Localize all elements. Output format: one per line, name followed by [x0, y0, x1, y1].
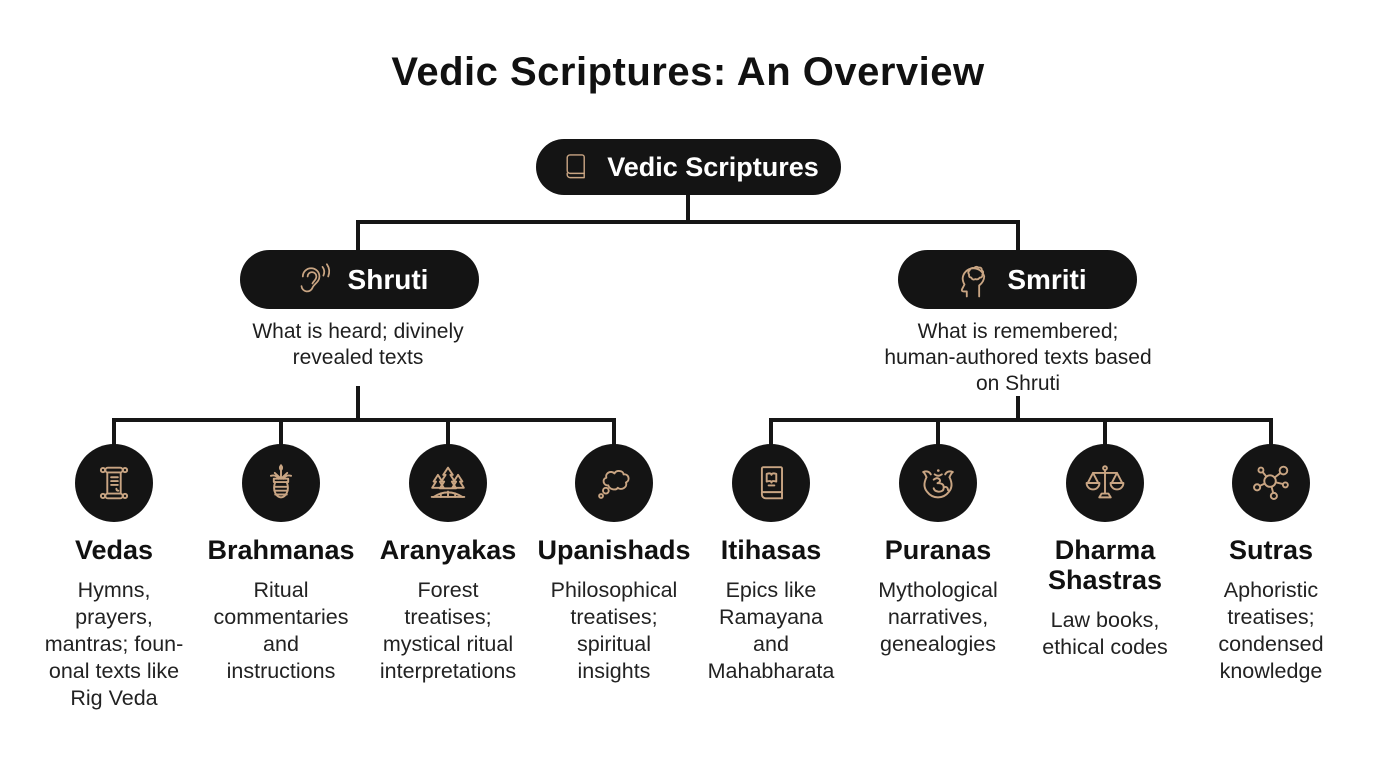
connector-line — [356, 220, 1020, 224]
connector-line — [279, 420, 283, 448]
om-icon — [922, 469, 954, 499]
branch-description-shruti: What is heard; divinely revealed texts — [252, 320, 464, 369]
connector-line — [769, 420, 773, 448]
branch-node-shruti: Shruti — [240, 250, 479, 309]
leaf-circle — [1232, 444, 1310, 522]
connector-line — [1016, 396, 1020, 420]
connector-line — [1016, 222, 1020, 252]
book-cover-icon — [760, 466, 783, 500]
leaf-description: Hymns, prayers, mantras; foun- onal text… — [44, 578, 184, 710]
network-icon — [1253, 465, 1289, 500]
scales-icon — [1085, 465, 1125, 499]
leaf-circle — [242, 444, 320, 522]
leaf-node-puranas: Puranas Mythological narratives, genealo… — [853, 444, 1023, 658]
thought-bubble-icon — [598, 470, 630, 499]
connector-line — [936, 420, 940, 448]
connector-line — [112, 420, 116, 448]
leaf-description: Law books, ethical codes — [1042, 608, 1168, 659]
leaf-title: Itihasas — [720, 535, 822, 565]
leaf-title: Vedas — [74, 535, 154, 565]
branch-node-smriti: Smriti — [898, 250, 1137, 309]
leaf-title: Puranas — [884, 535, 992, 565]
leaf-node-brahmanas: Brahmanas Ritual commentaries and instru… — [196, 444, 366, 685]
kalash-icon — [269, 464, 293, 499]
forest-icon — [430, 466, 466, 498]
connector-line — [686, 193, 690, 222]
leaf-description: Ritual commentaries and instructions — [213, 578, 349, 683]
leaf-title: Brahmanas — [207, 535, 355, 565]
connector-line — [1269, 420, 1273, 448]
root-node-vedic-scriptures: Vedic Scriptures — [536, 139, 841, 195]
leaf-title: Sutras — [1228, 535, 1314, 565]
leaf-node-upanishads: Upanishads Philosophical treatises; spir… — [529, 444, 699, 685]
leaf-circle — [575, 444, 653, 522]
connector-line — [612, 420, 616, 448]
connector-line — [769, 418, 1273, 422]
connector-line — [356, 222, 360, 252]
leaf-node-itihasas: Itihasas Epics like Ramayana and Mahabha… — [686, 444, 856, 685]
leaf-node-sutras: Sutras Aphoristic treatises; condensed k… — [1186, 444, 1356, 685]
root-node-label: Vedic Scriptures — [607, 151, 819, 182]
leaf-node-vedas: Vedas Hymns, prayers, mantras; foun- ona… — [29, 444, 199, 712]
connector-line — [112, 418, 616, 422]
leaf-circle — [1066, 444, 1144, 522]
leaf-circle — [409, 444, 487, 522]
branch-node-label: Smriti — [1007, 263, 1087, 295]
leaf-circle — [75, 444, 153, 522]
page-title: Vedic Scriptures: An Overview — [391, 50, 985, 94]
branch-node-label: Shruti — [347, 263, 429, 295]
leaf-circle — [899, 444, 977, 522]
connector-line — [356, 386, 360, 420]
leaf-description: Forest treatises; mystical ritual interp… — [379, 578, 517, 683]
connector-line — [446, 420, 450, 448]
leaf-node-aranyakas: Aranyakas Forest treatises; mystical rit… — [363, 444, 533, 685]
book-icon — [566, 154, 586, 179]
leaf-description: Philosophical treatises; spiritual insig… — [550, 578, 678, 683]
branch-description-smriti: What is remembered; human-authored texts… — [884, 320, 1152, 395]
leaf-title: Dharma Shastras — [1047, 535, 1163, 595]
leaf-description: Epics like Ramayana and Mahabharata — [707, 578, 835, 683]
leaf-title: Aranyakas — [379, 535, 517, 565]
head-brain-icon — [961, 265, 986, 297]
connector-line — [1103, 420, 1107, 448]
ear-icon — [300, 262, 330, 292]
leaf-circle — [732, 444, 810, 522]
leaf-description: Mythological narratives, genealogies — [878, 578, 998, 656]
leaf-description: Aphoristic treatises; condensed knowledg… — [1218, 578, 1324, 683]
scroll-icon — [99, 466, 129, 500]
leaf-node-dharma-shastras: Dharma Shastras Law books, ethical codes — [1020, 444, 1190, 661]
leaf-title: Upanishads — [537, 535, 691, 565]
